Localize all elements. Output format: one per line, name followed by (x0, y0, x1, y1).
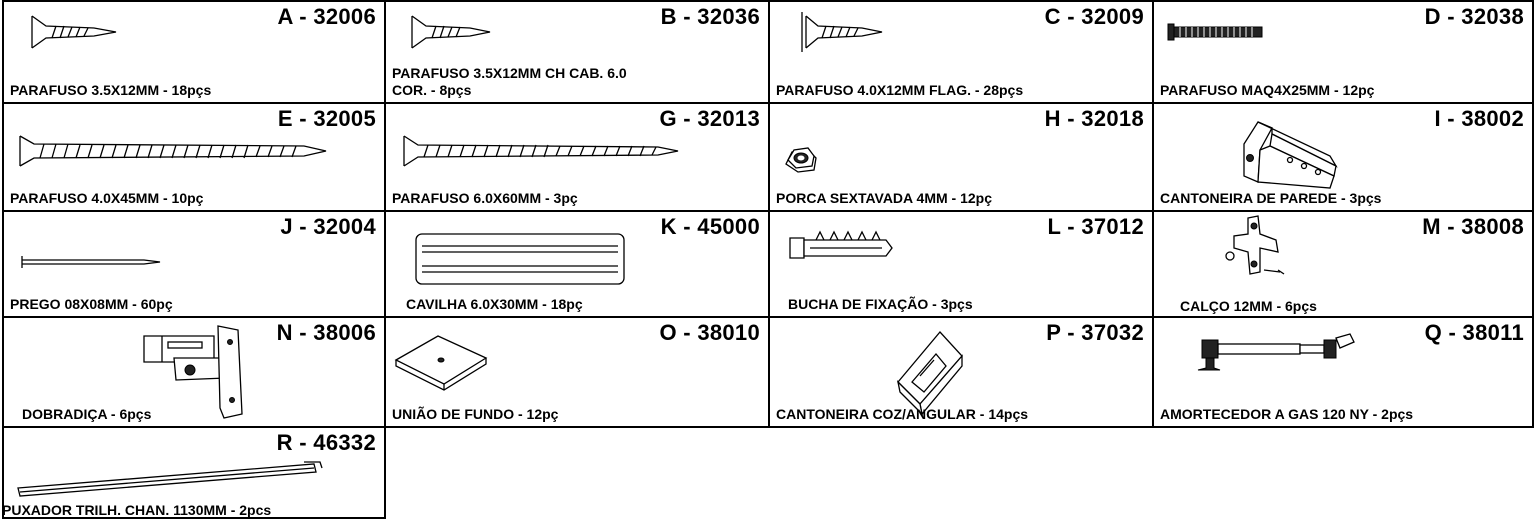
part-description: PORCA SEXTAVADA 4MM - 12pç (776, 190, 992, 206)
gas-strut-icon (1197, 333, 1355, 371)
part-code: K - 45000 (660, 214, 760, 239)
wall-bracket-icon (1243, 121, 1338, 189)
long-screw-icon (19, 135, 327, 167)
nail-icon (21, 256, 161, 268)
dowel-icon (415, 233, 625, 285)
part-description: PUXADOR TRILH. CHAN. 1130MM - 2pcs (2, 502, 272, 518)
part-description: PARAFUSO 3.5X12MM - 18pçs (10, 82, 212, 98)
long-screw-icon (403, 135, 679, 167)
angle-bracket-icon (896, 331, 963, 416)
part-cell-p: P - 37032 CANTONEIRA COZ/ANGULAR - 14pçs (768, 316, 1154, 428)
part-cell-k: K - 45000 CAVILHA 6.0X30MM - 18pç (384, 210, 770, 318)
part-cell-o: O - 38010 UNIÃO DE FUNDO - 12pç (384, 316, 770, 428)
part-code: D - 32038 (1424, 4, 1524, 29)
part-description: PARAFUSO 3.5X12MM CH CAB. 6.0 COR. - 8pç… (392, 65, 627, 98)
part-description: CANTONEIRA COZ/ANGULAR - 14pçs (776, 406, 1029, 422)
part-description: UNIÃO DE FUNDO - 12pç (392, 406, 559, 422)
part-cell-e: E - 32005 PARAFUSO 4.0X45MM - 10pç (2, 102, 386, 212)
part-description: PARAFUSO MAQ4X25MM - 12pç (1160, 82, 1375, 98)
part-cell-g: G - 32013 PARAFUSO 6.0X60MM - 3pç (384, 102, 770, 212)
part-cell-b: B - 32036 PARAFUSO 3.5X12MM CH CAB. 6.0 … (384, 0, 770, 104)
part-cell-q: Q - 38011 AMORTECEDOR A GAS 120 NY - 2pç… (1152, 316, 1534, 428)
screw-icon (411, 15, 491, 49)
hinge-plate-icon (1225, 215, 1285, 275)
part-description: PARAFUSO 6.0X60MM - 3pç (392, 190, 578, 206)
flange-screw-icon (801, 12, 883, 52)
part-code: M - 38008 (1422, 214, 1524, 239)
part-description: CAVILHA 6.0X30MM - 18pç (406, 296, 583, 312)
part-code: L - 37012 (1047, 214, 1144, 239)
part-description: CANTONEIRA DE PAREDE - 3pçs (1160, 190, 1382, 206)
part-code: E - 32005 (277, 106, 376, 131)
part-cell-n: N - 38006 DOBRADIÇA - 6pçs (2, 316, 386, 428)
part-description: PREGO 08X08MM - 60pç (10, 296, 173, 312)
part-description: DOBRADIÇA - 6pçs (22, 406, 152, 422)
machine-screw-icon (1167, 23, 1263, 41)
part-cell-j: J - 32004 PREGO 08X08MM - 60pç (2, 210, 386, 318)
part-description: BUCHA DE FIXAÇÃO - 3pçs (788, 296, 973, 312)
part-code: H - 32018 (1044, 106, 1144, 131)
part-code: G - 32013 (659, 106, 760, 131)
part-code: J - 32004 (280, 214, 376, 239)
part-code: R - 46332 (276, 430, 376, 455)
part-description: PARAFUSO 4.0X12MM FLAG. - 28pçs (776, 82, 1024, 98)
part-code: Q - 38011 (1424, 320, 1524, 345)
part-code: B - 32036 (660, 4, 760, 29)
screw-icon (31, 15, 117, 49)
part-cell-h: H - 32018 PORCA SEXTAVADA 4MM - 12pç (768, 102, 1154, 212)
part-code: A - 32006 (277, 4, 376, 29)
part-code: N - 38006 (276, 320, 376, 345)
part-description: CALÇO 12MM - 6pçs (1180, 298, 1317, 314)
part-cell-d: D - 32038 PARAFUSO MAQ4X25MM - 12pç (1152, 0, 1534, 104)
part-cell-m: M - 38008 CALÇO 12MM - 6pçs (1152, 210, 1534, 318)
hex-nut-icon (785, 147, 817, 173)
part-code: C - 32009 (1044, 4, 1144, 29)
part-cell-c: C - 32009 PARAFUSO 4.0X12MM FLAG. - 28pç… (768, 0, 1154, 104)
part-cell-i: I - 38002 CANTONEIRA DE PAREDE - 3pçs (1152, 102, 1534, 212)
part-code: I - 38002 (1434, 106, 1524, 131)
part-cell-l: L - 37012 BUCHA DE FIXAÇÃO - 3pçs (768, 210, 1154, 318)
part-description: AMORTECEDOR A GAS 120 NY - 2pçs (1160, 406, 1414, 422)
part-cell-a: A - 32006 PARAFUSO 3.5X12MM - 18pçs (2, 0, 386, 104)
part-code: P - 37032 (1046, 320, 1144, 345)
rail-handle-icon (17, 461, 323, 497)
wall-anchor-icon (789, 230, 893, 259)
part-cell-r: R - 46332 PUXADOR TRILH. CHAN. 1130MM - … (2, 426, 386, 519)
part-description: PARAFUSO 4.0X45MM - 10pç (10, 190, 204, 206)
hinge-icon (143, 325, 243, 419)
back-panel-joiner-icon (394, 335, 488, 391)
part-code: O - 38010 (659, 320, 760, 345)
